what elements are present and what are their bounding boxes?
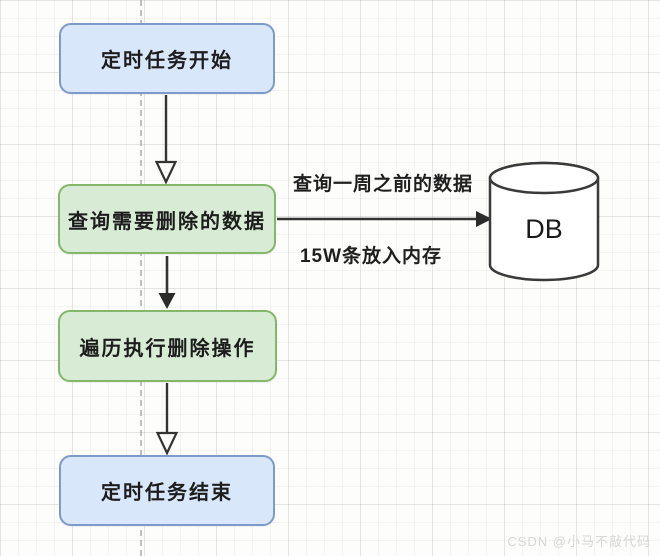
node-task-start: 定时任务开始	[59, 23, 275, 94]
watermark-text: CSDN @小马不敲代码	[507, 534, 651, 549]
database-cylinder: DB	[488, 161, 600, 282]
node-label: 查询需要删除的数据	[68, 210, 266, 233]
edge-query-to-db	[277, 211, 492, 227]
node-execute-delete: 遍历执行删除操作	[58, 310, 277, 382]
database-label: DB	[525, 214, 563, 244]
hollow-arrowhead-icon	[154, 160, 178, 185]
filled-arrowhead-icon	[476, 211, 492, 227]
vertical-dashed-guideline	[140, 0, 142, 556]
edge-delete-to-end	[155, 383, 179, 456]
node-query-data: 查询需要删除的数据	[58, 184, 276, 254]
edge-label-query-above: 查询一周之前的数据	[292, 174, 473, 195]
edge-query-to-delete	[158, 256, 176, 309]
node-label: 遍历执行删除操作	[79, 337, 256, 360]
node-label: 定时任务开始	[101, 50, 233, 72]
filled-arrowhead-icon	[158, 293, 176, 309]
edge-start-to-query	[154, 95, 178, 185]
edge-label-query-below: 15W条放入内存	[299, 246, 443, 267]
node-label: 定时任务结束	[101, 482, 233, 504]
hollow-arrowhead-icon	[155, 431, 179, 456]
node-task-end: 定时任务结束	[59, 455, 275, 526]
